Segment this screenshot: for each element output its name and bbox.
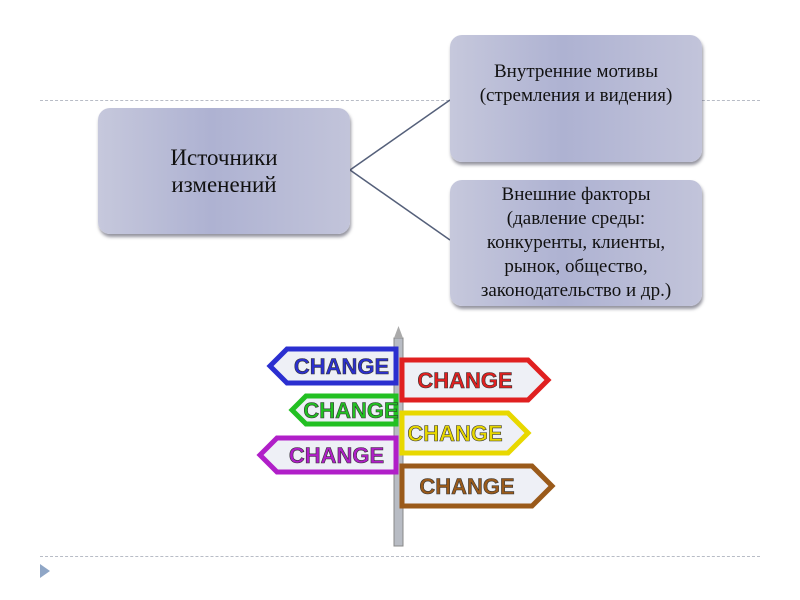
external-label-line: конкуренты, клиенты, [486,232,666,253]
internal-label-line: Внутренние мотивы [494,61,658,82]
node-internal-motives: Внутренние мотивы (стремления и видения) [450,35,702,162]
change-sign [399,463,556,509]
change-sign-label: CHANGE [417,368,512,393]
change-sign [399,357,552,403]
change-sign-label: CHANGE [407,421,502,446]
change-sign [399,410,532,456]
change-sign-label: CHANGE [303,398,398,423]
change-sign-label: CHANGE [294,354,389,379]
internal-label-line: (стремления и видения) [479,85,673,106]
external-label-line: законодательство и др.) [480,280,672,301]
change-sign [288,393,399,427]
connector-to-internal [349,99,451,171]
external-label-line: Внешние факторы [501,184,651,205]
change-sign-label: CHANGE [289,443,384,468]
external-label-line: рынок, общество, [504,256,648,277]
change-sign [256,435,399,475]
root-label-line: изменений [171,172,277,197]
root-label-line: Источники [170,145,278,170]
slide-bullet-icon [40,564,50,578]
change-sign [266,346,399,386]
node-external-factors: Внешние факторы (давление среды: конкурент… [450,180,702,306]
divider-top [40,100,760,101]
change-sign-label: CHANGE [419,474,514,499]
signpost-pole-tip [394,326,403,338]
external-label-line: (давление среды: [506,208,646,229]
connector-to-external [349,169,451,241]
divider-bottom [40,556,760,557]
